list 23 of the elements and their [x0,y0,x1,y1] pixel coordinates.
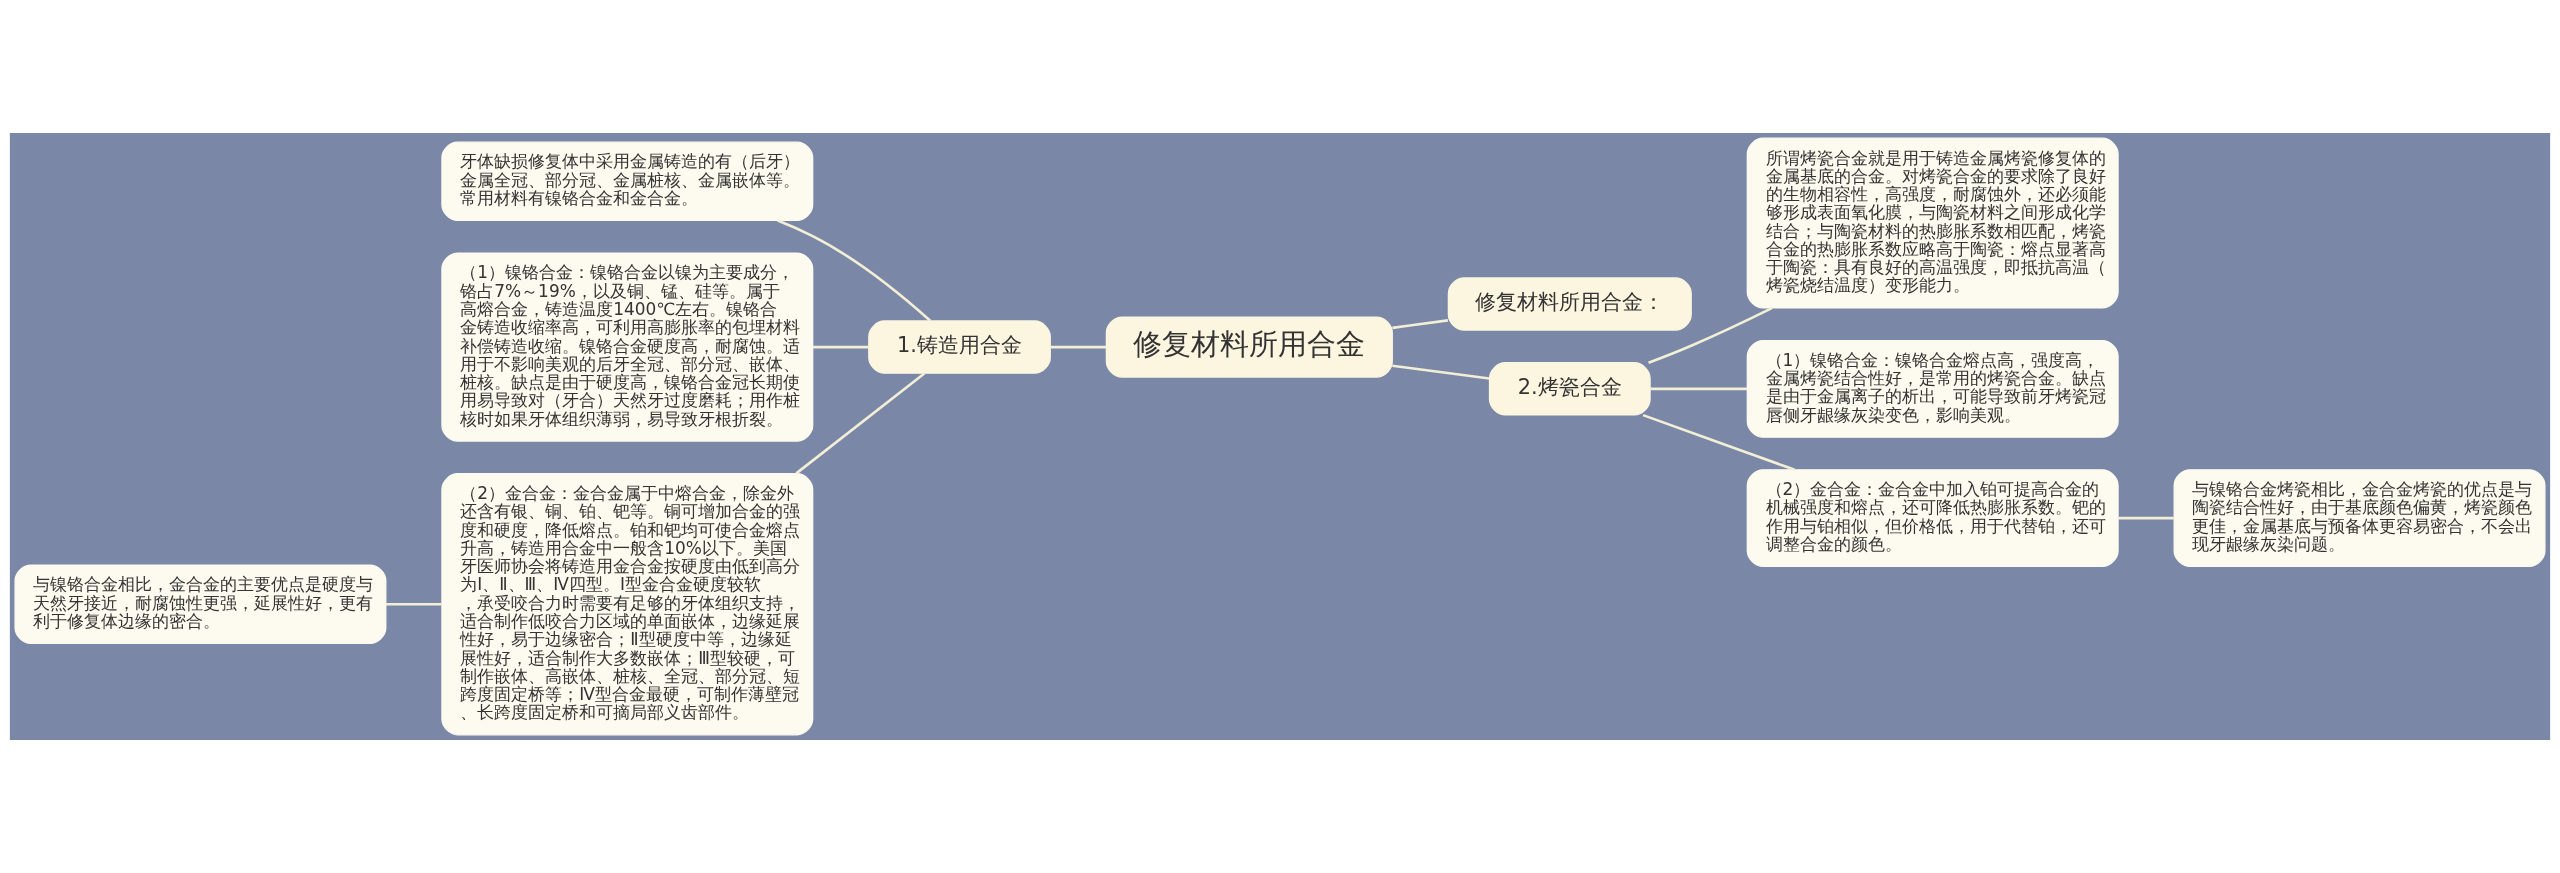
connector [1648,306,1773,364]
node-box: （1）镍铬合金：镍铬合金熔点高，强度高，金属烤瓷结合性好，是常用的烤瓷合金。缺点是由于金属离子的析出，可能导致前牙烤瓷冠唇侧牙龈缘灰染变色，影响美观。 [1746,339,2119,438]
node-box: （1）镍铬合金：镍铬合金以镍为主要成分，铬占7%～19%，以及铜、锰、硅等。属于高熔合金，铸造温度1400℃左右。镍铬合金铸造收缩率高，可利用高膨胀率的包埋材料补偿铸造收缩。镍铬合金硬度高，耐腐蚀。适用于不影响美观的后牙全冠、部分冠、嵌体、桩核。缺点是由于硬度高，镍铬合金冠长期使用易导致对（牙合）天然牙过度磨耗；用作桩核时如果牙体组织薄弱，易导致牙根折裂。 [441,252,814,442]
connector [1642,413,1796,471]
node-box: 2.烤瓷合金 [1488,362,1651,416]
node-box: 与镍铬合金烤瓷相比，金合金烤瓷的优点是与陶瓷结合性好，由于基底颜色偏黄，烤瓷颜色更佳，金属基底与预备体更容易密合，不会出现牙龈缘灰染问题。 [2173,469,2546,568]
node-box: （2）金合金：金合金属于中熔合金，除金外还含有银、铜、铂、钯等。铜可增加合金的强度和硬度，降低熔点。铂和钯均可使合金熔点升高，铸造用合金中一般含10%以下。美国牙医师协会将铸造用金合金按硬度由低到高分为Ⅰ、Ⅱ、Ⅲ、Ⅳ四型。Ⅰ型金合金硬度较软，承受咬合力时需要有足够的牙体组织支持，适合制作低咬合力区域的单面嵌体，边缘延展性好，易于边缘密合；Ⅱ型硬度中等，边缘延展性好，适合制作大多数嵌体；Ⅲ型较硬，可制作嵌体、高嵌体、桩核、全冠、部分冠、短跨度固定桥等；Ⅳ型合金最硬，可制作薄壁冠、长跨度固定桥和可摘局部义齿部件。 [441,473,814,736]
node-box: 修复材料所用合金 [1105,316,1393,378]
connector [386,602,442,606]
node-box: （2）金合金：金合金中加入铂可提高合金的机械强度和熔点，还可降低热膨胀系数。钯的作用与铂相似，但价格低，用于代替铂，还可调整合金的颜色。 [1746,469,2119,568]
connector [795,372,926,475]
connector [1050,345,1107,349]
connector [1650,387,1748,391]
connector [1392,319,1449,330]
connector [777,219,932,322]
connector [1392,364,1490,380]
node-box: 与镍铬合金相比，金合金的主要优点是硬度与天然牙接近，耐腐蚀性更强，延展性好，更有利于修复体边缘的密合。 [14,564,387,645]
node-box: 牙体缺损修复体中采用金属铸造的有（后牙）金属全冠、部分冠、金属桩核、金属嵌体等。常用材料有镍铬合金和金合金。 [441,141,814,222]
connector [2118,516,2174,520]
connector [812,345,869,349]
node-box: 修复材料所用合金： [1447,277,1692,331]
node-box: 1.铸造用合金 [868,320,1051,374]
node-box: 所谓烤瓷合金就是用于铸造金属烤瓷修复体的金属基底的合金。对烤瓷合金的要求除了良好的生物相容性，高强度，耐腐蚀外，还必须能够形成表面氧化膜，与陶瓷材料之间形成化学结合；与陶瓷材料的热膨胀系数相匹配，烤瓷合金的热膨胀系数应略高于陶瓷：熔点显著高于陶瓷：具有良好的高温强度，即抵抗高温（烤瓷烧结温度）变形能力。 [1746,137,2119,309]
